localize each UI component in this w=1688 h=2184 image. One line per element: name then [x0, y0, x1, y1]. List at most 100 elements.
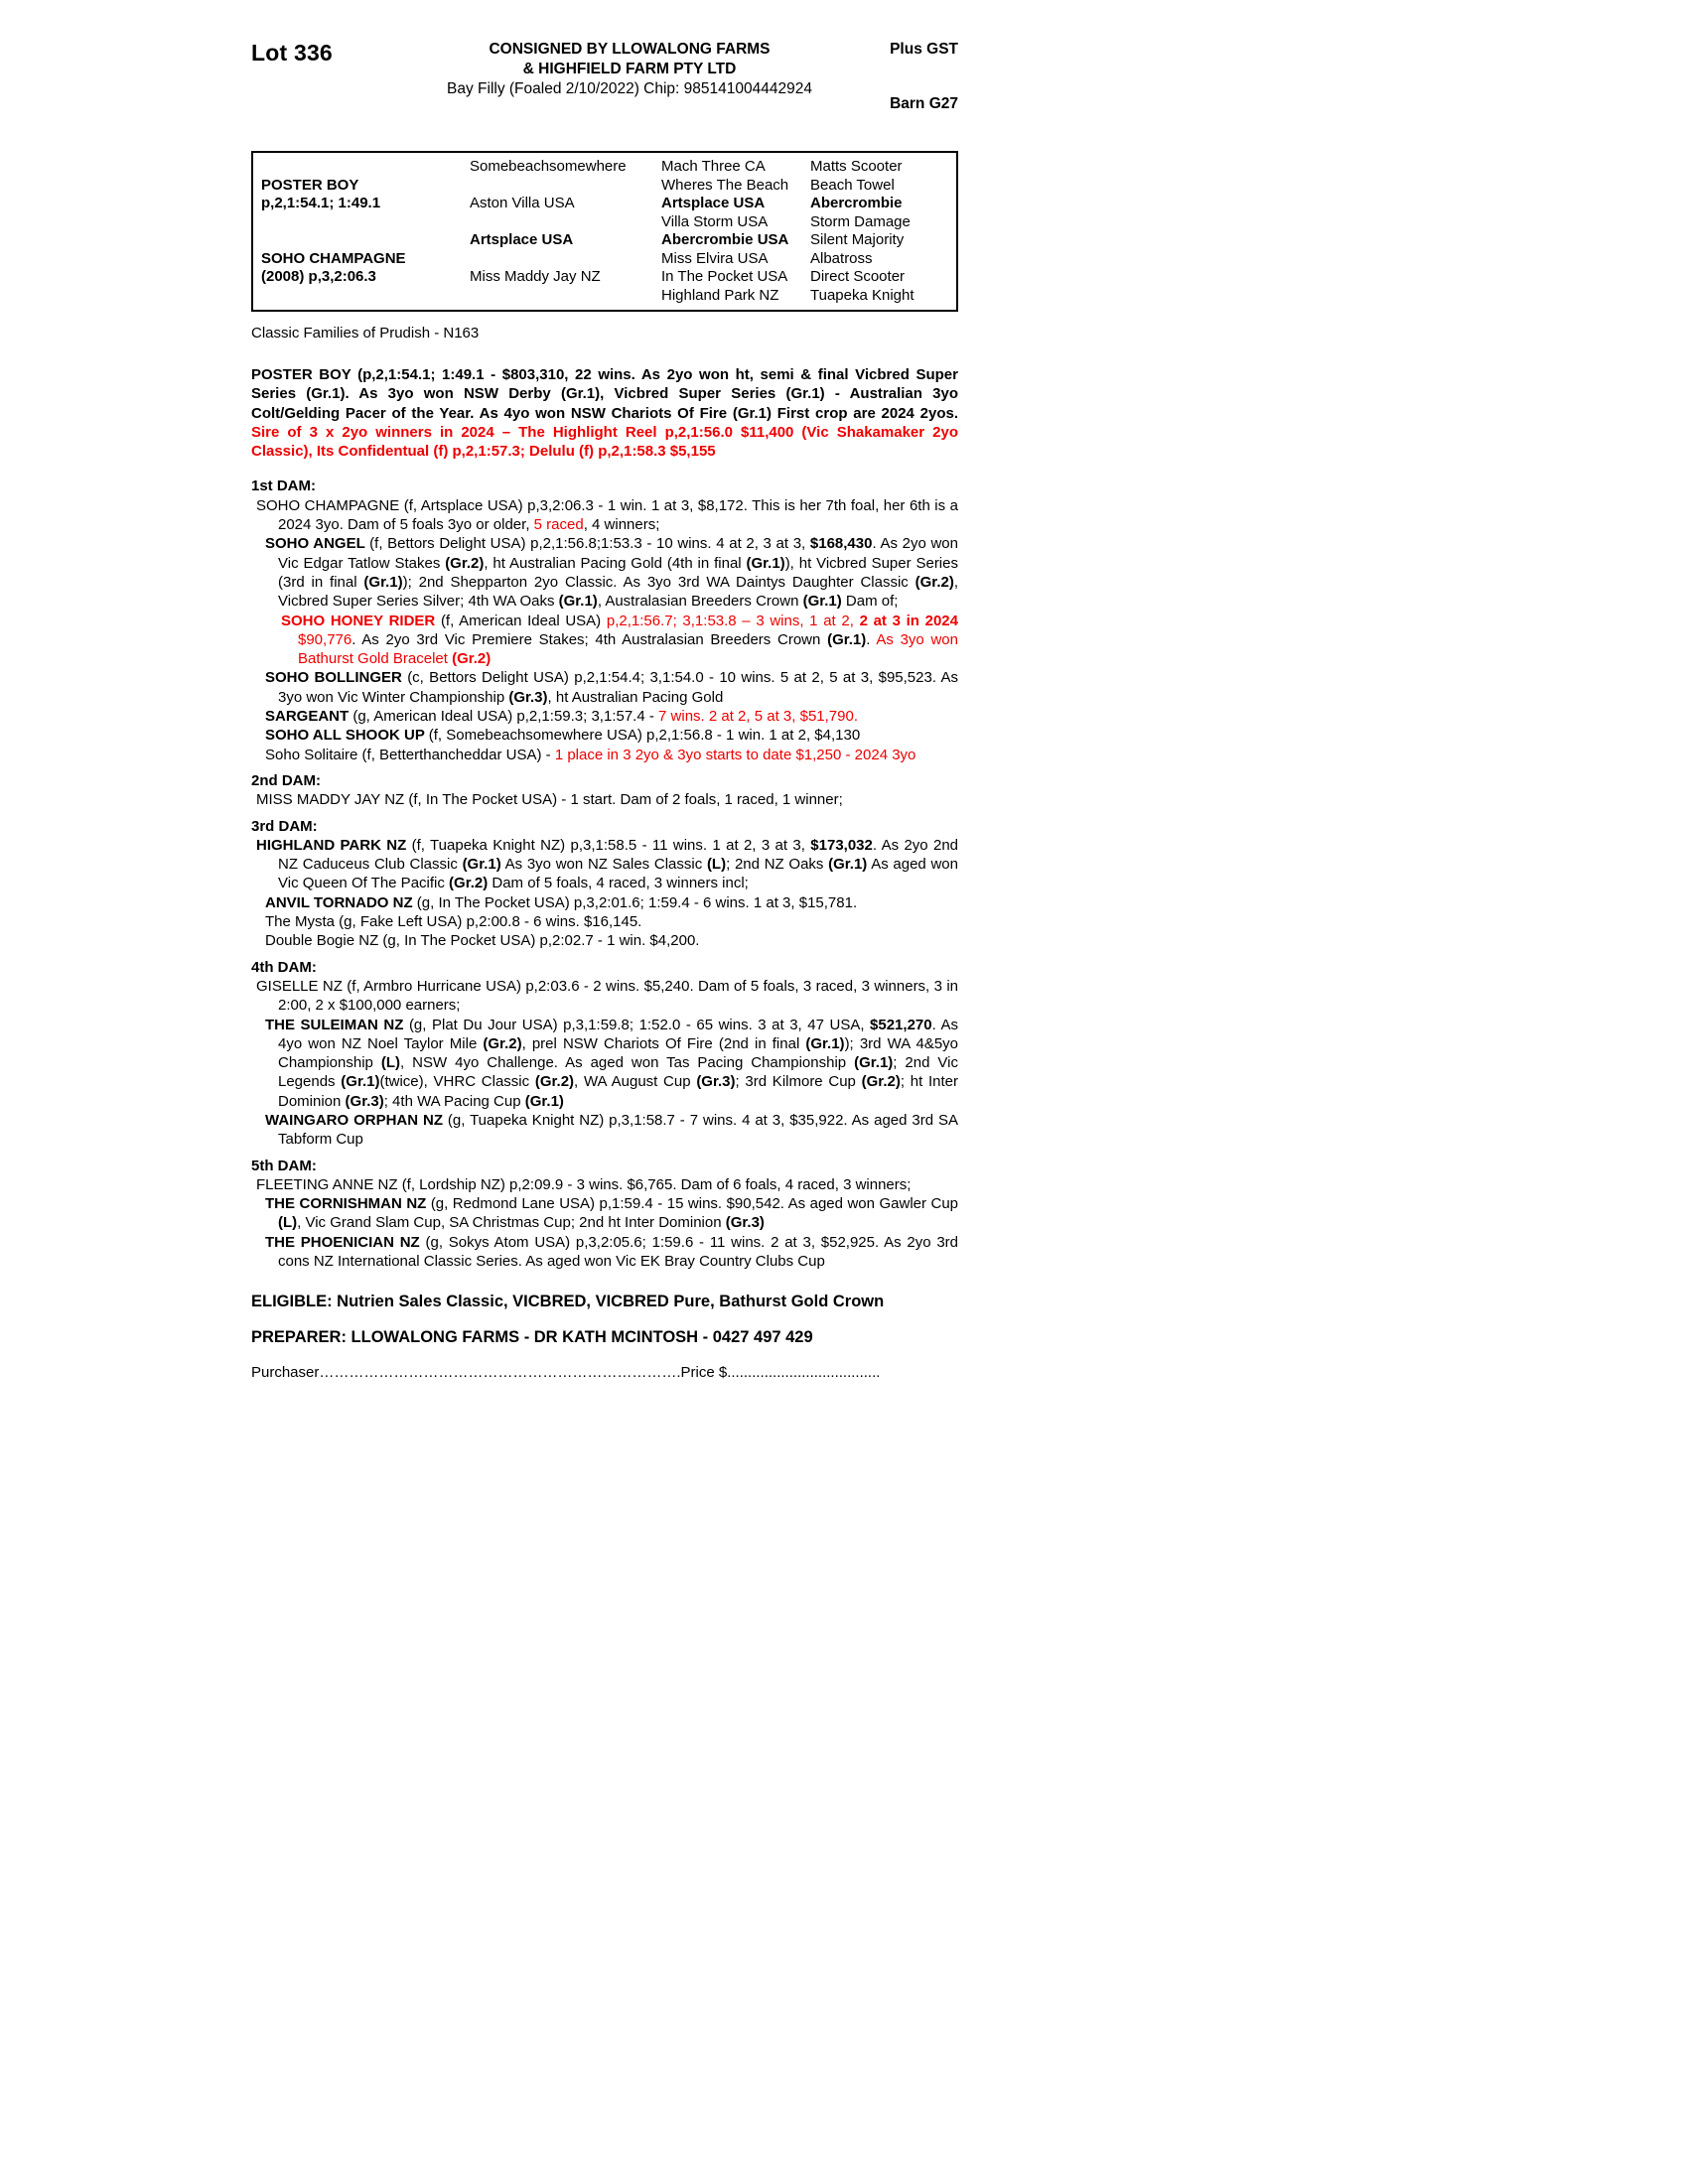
text-run: p,2,1:56.7; 3,1:53.8 – 3 wins, 1 at 2, [606, 612, 860, 629]
dam-heading: 5th DAM: [251, 1157, 317, 1174]
text-run: (f, Bettors Delight USA) p,2,1:56.8;1:53… [369, 535, 810, 553]
text-run: 2 at 3 in 2024 [859, 612, 958, 629]
text-run: (Gr.1) [854, 1054, 894, 1072]
pedigree-name: Mach Three CA [661, 158, 766, 175]
horse-paragraph: WAINGARO ORPHAN NZ (g, Tuapeka Knight NZ… [251, 1111, 958, 1150]
pedigree-name: (2008) p,3,2:06.3 [261, 268, 376, 285]
text-run: (Gr.1) [524, 1092, 564, 1110]
text-run: (Gr.1) [827, 630, 867, 648]
text-run: (Gr.1) [805, 1034, 845, 1052]
pedigree-name: Matts Scooter [810, 158, 903, 175]
text-run: (Gr.2) [861, 1073, 901, 1091]
consignor-block: CONSIGNED BY LLOWALONG FARMS & HIGHFIELD… [418, 40, 841, 99]
text-run: (L) [380, 1054, 401, 1072]
pedigree-name: Silent Majority [810, 231, 905, 248]
pedigree-name: Albatross [810, 249, 873, 267]
pedigree-name: Beach Towel [810, 176, 895, 194]
header-right-block: Plus GST Barn G27 [841, 40, 958, 114]
text-run: (g, Redmond Lane USA) p,1:59.4 - 15 wins… [430, 1195, 959, 1213]
text-run: Dam of; [841, 593, 899, 611]
text-run: Dam of 5 foals, 4 raced, 3 winners incl; [488, 875, 749, 892]
text-run: $90,776 [298, 630, 352, 648]
classic-family-line: Classic Families of Prudish - N163 [251, 325, 480, 341]
text-run: Soho Solitaire (f, Betterthancheddar USA… [265, 746, 555, 763]
text-run: , 4 winners; [583, 516, 660, 534]
page-header: Lot 336 CONSIGNED BY LLOWALONG FARMS & H… [251, 40, 958, 114]
text-run: WAINGARO ORPHAN NZ [265, 1111, 448, 1129]
text-run: (Gr.2) [452, 650, 492, 668]
text-run: (twice), VHRC Classic [379, 1073, 535, 1091]
pedigree-name: POSTER BOY [261, 176, 359, 194]
pedigree-name: Storm Damage [810, 212, 911, 230]
text-run: (Gr.2) [445, 554, 485, 572]
text-run: Sire of 3 x 2yo winners in 2024 – The Hi… [251, 423, 958, 461]
text-run: THE CORNISHMAN NZ [265, 1195, 431, 1213]
purchaser-price-line: Purchaser……………………………………………………………….Price … [251, 1364, 881, 1382]
text-run: (Gr.1) [341, 1073, 380, 1091]
barn-label: Barn G27 [890, 95, 958, 112]
text-run: . As 2yo 3rd Vic Premiere Stakes; 4th Au… [352, 630, 828, 648]
pedigree-name: Direct Scooter [810, 268, 906, 285]
horse-paragraph: MISS MADDY JAY NZ (f, In The Pocket USA)… [251, 790, 958, 809]
preparer-line: PREPARER: LLOWALONG FARMS - DR KATH MCIN… [251, 1328, 813, 1347]
horse-paragraph: SOHO HONEY RIDER (f, American Ideal USA)… [251, 612, 958, 669]
consignor-line-2: & HIGHFIELD FARM PTY LTD [522, 61, 737, 77]
text-run: . As 2yo 2nd NZ Caduceus Club Classic [278, 836, 959, 874]
text-run: ; 2nd Vic Legends [278, 1054, 958, 1091]
text-run: (Gr.3) [508, 688, 548, 706]
horse-paragraph: SOHO ALL SHOOK UP (f, Somebeachsomewhere… [251, 726, 958, 745]
text-run: , Vic Grand Slam Cup, SA Christmas Cup; … [297, 1214, 726, 1232]
text-run: (g, Plat Du Jour USA) p,3,1:59.8; 1:52.0… [408, 1016, 871, 1033]
text-run: (f, Somebeachsomewhere USA) p,2,1:56.8 -… [428, 727, 861, 745]
horse-paragraph: THE SULEIMAN NZ (g, Plat Du Jour USA) p,… [251, 1016, 958, 1111]
text-run: ; ht Inter Dominion [278, 1073, 958, 1110]
text-run: ; 4th WA Pacing Cup [383, 1092, 525, 1110]
text-run: , Vicbred Super Series Silver; 4th WA Oa… [278, 573, 958, 611]
text-run: (Gr.1) [802, 593, 842, 611]
text-run: SOHO CHAMPAGNE (f, Artsplace USA) p,3,2:… [256, 496, 958, 534]
text-run: (Gr.2) [449, 875, 489, 892]
pedigree-name: Wheres The Beach [661, 176, 789, 194]
plus-gst-label: Plus GST [890, 41, 958, 58]
text-run: As 3yo won NZ Sales Classic [500, 856, 707, 874]
text-run: , prel NSW Chariots Of Fire (2nd in fina… [521, 1034, 806, 1052]
text-run: (Gr.3) [345, 1092, 384, 1110]
horse-paragraph: The Mysta (g, Fake Left USA) p,2:00.8 - … [251, 912, 958, 931]
horse-paragraph: SOHO ANGEL (f, Bettors Delight USA) p,2,… [251, 534, 958, 611]
text-run: (L) [278, 1214, 298, 1232]
text-run: , WA August Cup [574, 1073, 697, 1091]
text-run: MISS MADDY JAY NZ (f, In The Pocket USA)… [256, 791, 843, 809]
text-run: POSTER BOY (p,2,1:54.1; 1:49.1 - $803,31… [251, 366, 958, 422]
text-run: ); 3rd WA 4&5yo Championship [278, 1034, 959, 1072]
horse-paragraph: THE PHOENICIAN NZ (g, Sokys Atom USA) p,… [251, 1233, 958, 1272]
dam-heading: 2nd DAM: [251, 771, 321, 789]
pedigree-name: SOHO CHAMPAGNE [261, 249, 406, 267]
text-run: FLEETING ANNE NZ (f, Lordship NZ) p,2:09… [256, 1175, 912, 1193]
text-run: , ht Australian Pacing Gold [547, 688, 724, 706]
text-run: (Gr.1) [828, 856, 868, 874]
lot-number: Lot 336 [251, 40, 333, 66]
text-run: SOHO ALL SHOOK UP [265, 727, 429, 745]
pedigree-name: Artsplace USA [470, 231, 574, 248]
text-run: 5 raced [533, 516, 584, 534]
text-run: ; 3rd Kilmore Cup [735, 1073, 862, 1091]
horse-paragraph: FLEETING ANNE NZ (f, Lordship NZ) p,2:09… [251, 1175, 958, 1194]
text-run: Double Bogie NZ (g, In The Pocket USA) p… [265, 932, 700, 950]
catalogue-page: Lot 336 CONSIGNED BY LLOWALONG FARMS & H… [251, 40, 958, 1381]
text-run: As aged won Vic Queen Of The Pacific [278, 856, 958, 892]
pedigree-name: Miss Elvira USA [661, 249, 769, 267]
text-run: (Gr.2) [483, 1034, 522, 1052]
text-run: As 3yo won Bathurst Gold Bracelet [298, 630, 958, 668]
pedigree-name: Villa Storm USA [661, 212, 769, 230]
text-run: (Gr.2) [914, 573, 954, 591]
text-run: (g, In The Pocket USA) p,3,2:01.6; 1:59.… [416, 893, 858, 911]
text-run: HIGHLAND PARK NZ [256, 836, 412, 854]
text-run: SOHO ANGEL [265, 535, 370, 553]
dam-heading: 3rd DAM: [251, 817, 318, 835]
text-run: (Gr.1) [558, 593, 598, 611]
text-run: ); 2nd Shepparton 2yo Classic. As 3yo 3r… [402, 573, 915, 591]
pedigree-name: Miss Maddy Jay NZ [470, 268, 601, 285]
horse-paragraph: SOHO BOLLINGER (c, Bettors Delight USA) … [251, 668, 958, 707]
horse-paragraph: GISELLE NZ (f, Armbro Hurricane USA) p,2… [251, 977, 958, 1016]
text-run: . [866, 630, 877, 648]
